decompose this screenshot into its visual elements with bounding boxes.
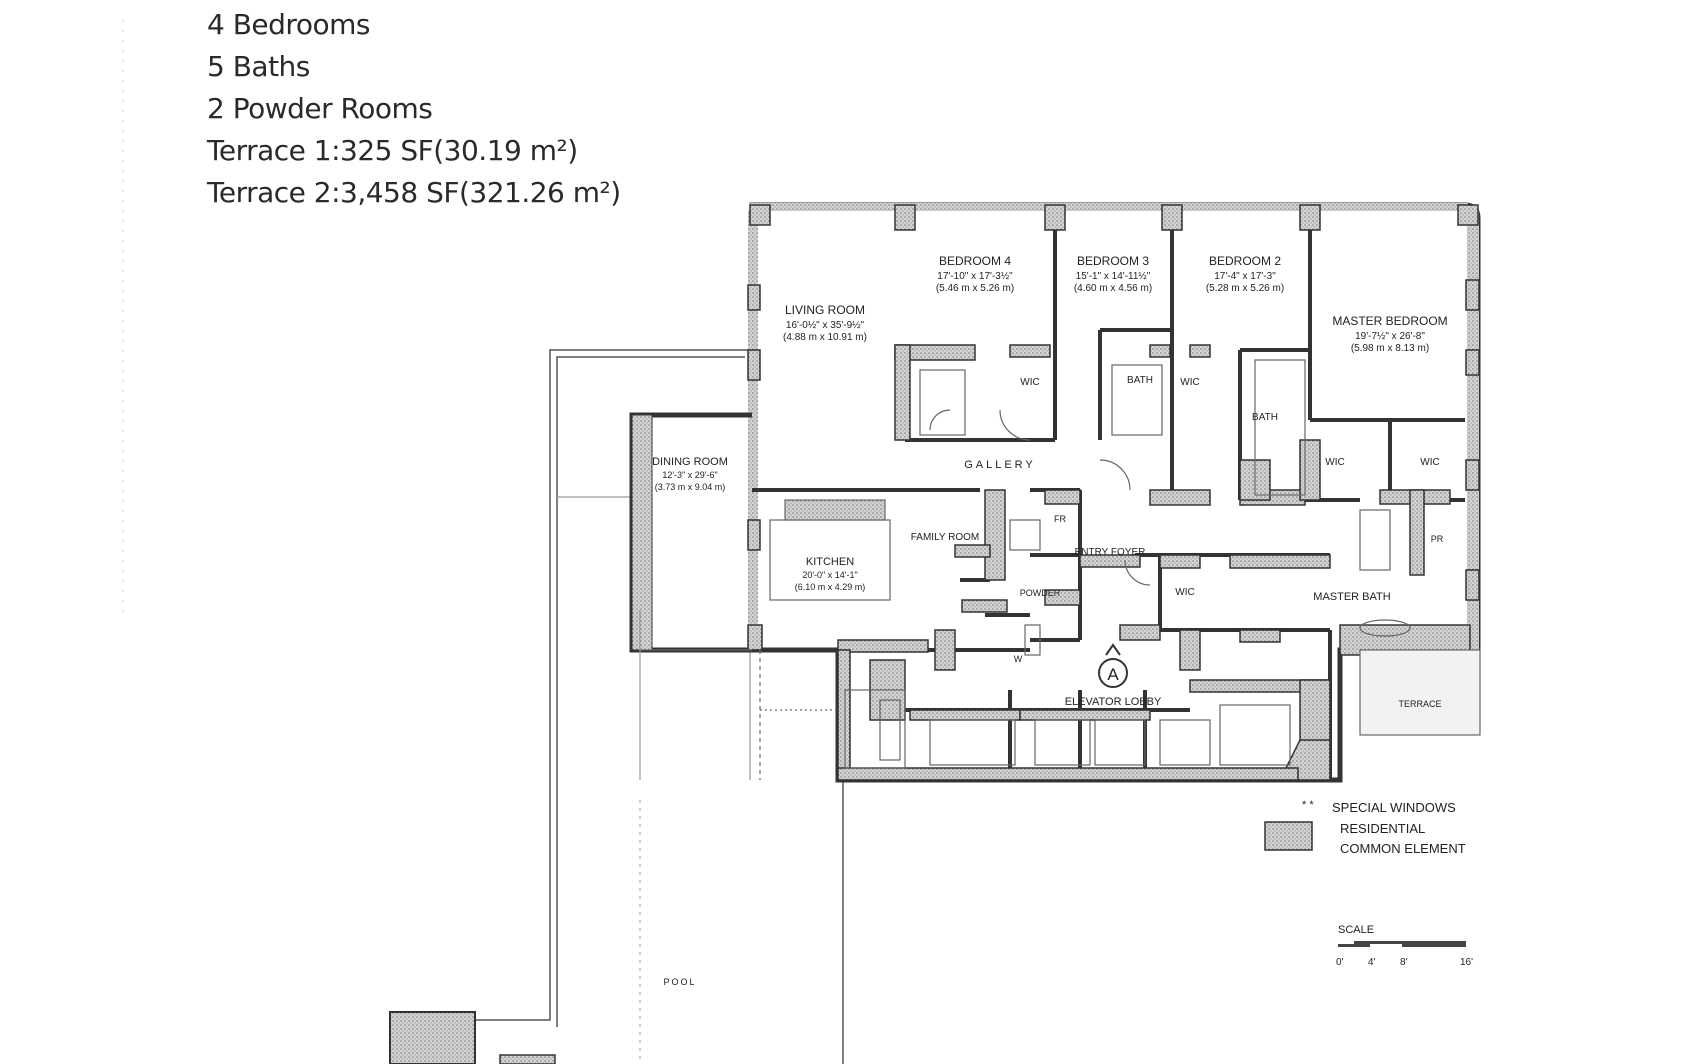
wic-label-bedroom2: WIC (1180, 377, 1199, 388)
dining-room-dim-metric: (3.73 m x 9.04 m) (655, 482, 726, 492)
powder-room-count: 2 Powder Rooms (207, 92, 433, 125)
scale-label: SCALE (1338, 924, 1374, 936)
bedroom3-label: BEDROOM 3 (1077, 254, 1149, 268)
wic-label-master-bath: WIC (1175, 587, 1194, 598)
unit-marker-label: A (1107, 665, 1119, 684)
legend-common-element: COMMON ELEMENT (1340, 841, 1466, 856)
master-bedroom-dim-metric: (5.98 m x 8.13 m) (1351, 343, 1429, 354)
room-labels: LIVING ROOM 16'-0½" x 35'-9½" (4.88 m x … (652, 254, 1448, 987)
wic-label-bedroom4: WIC (1020, 377, 1039, 388)
legend-special-windows: SPECIAL WINDOWS (1332, 800, 1456, 815)
bedroom4-dim-metric: (5.46 m x 5.26 m) (936, 283, 1014, 294)
terrace-label: TERRACE (1398, 699, 1441, 709)
wic-label-master-2: WIC (1420, 457, 1439, 468)
living-room-label: LIVING ROOM (785, 303, 865, 317)
legend: * * SPECIAL WINDOWS RESIDENTIAL COMMON E… (1264, 799, 1466, 856)
entry-foyer-label: ENTRY FOYER (1075, 547, 1146, 558)
living-room-dim: 16'-0½" x 35'-9½" (786, 320, 865, 331)
interior-walls (752, 210, 1465, 780)
legend-common-element-swatch (1264, 821, 1313, 851)
scale-tick-8: 8' (1400, 957, 1408, 968)
scale-tick-16: 16' (1460, 957, 1473, 968)
kitchen-dim-metric: (6.10 m x 4.29 m) (795, 582, 866, 592)
master-bedroom-label: MASTER BEDROOM (1332, 314, 1447, 328)
dining-room-dim: 12'-3" x 29'-6" (662, 470, 717, 480)
bedroom4-label: BEDROOM 4 (939, 254, 1011, 268)
master-bath-label: MASTER BATH (1313, 591, 1390, 603)
dining-room-label: DINING ROOM (652, 456, 728, 468)
scale-bar: SCALE 0' 4' 8' 16' (1336, 924, 1473, 968)
bedroom4-dim: 17'-10" x 17'-3½" (937, 271, 1013, 282)
scale-tick-4: 4' (1368, 957, 1376, 968)
bedroom2-dim-metric: (5.28 m x 5.26 m) (1206, 283, 1284, 294)
bath-label-bedroom2: BATH (1252, 412, 1278, 423)
terrace-outline (394, 349, 844, 1064)
pr-label: PR (1431, 534, 1444, 544)
gallery-label: GALLERY (964, 459, 1036, 471)
unit-summary: 4 Bedrooms 5 Baths 2 Powder Rooms Terrac… (207, 4, 621, 214)
bath-label-bedroom3: BATH (1127, 375, 1153, 386)
bath-count: 5 Baths (207, 50, 310, 83)
terrace-2-area: Terrace 2:3,458 SF(321.26 m²) (207, 176, 621, 209)
powder-room-label: POWDER (1020, 588, 1061, 598)
fr-label: FR (1054, 514, 1066, 524)
pool-stair (389, 1011, 556, 1064)
bedroom2-dim: 17'-4" x 17'-3" (1214, 271, 1276, 282)
bedroom3-dim: 15'-1" x 14'-11½" (1076, 271, 1151, 282)
pool-label: POOL (663, 977, 696, 987)
elevator-lobby-label: ELEVATOR LOBBY (1065, 696, 1162, 708)
wic-label-master-1: WIC (1325, 457, 1344, 468)
bedroom3-dim-metric: (4.60 m x 4.56 m) (1074, 283, 1152, 294)
living-room-dim-metric: (4.88 m x 10.91 m) (783, 332, 867, 343)
bedroom-count: 4 Bedrooms (207, 8, 370, 41)
legend-marker: * * (1302, 799, 1314, 811)
plan-details (639, 359, 1481, 780)
family-room-label: FAMILY ROOM (911, 532, 980, 543)
scale-tick-0: 0' (1336, 957, 1344, 968)
kitchen-dim: 20'-0" x 14'-1" (802, 570, 857, 580)
kitchen-label: KITCHEN (806, 556, 854, 568)
bedroom2-label: BEDROOM 2 (1209, 254, 1281, 268)
w-label: W (1014, 654, 1023, 664)
unit-marker: A (1098, 643, 1128, 688)
master-bedroom-dim: 19'-7½" x 26'-8" (1355, 331, 1425, 342)
legend-residential: RESIDENTIAL (1340, 821, 1425, 836)
terrace-1-area: Terrace 1:325 SF(30.19 m²) (207, 134, 578, 167)
